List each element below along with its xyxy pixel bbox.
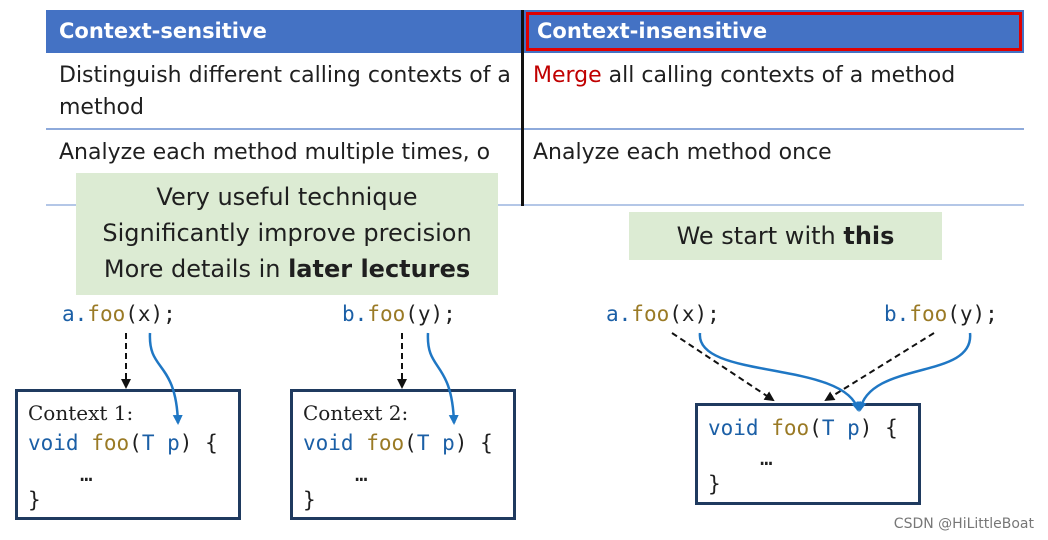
row-divider [46, 128, 1024, 130]
context2-box: Context 2: void foo(T p) { … } [290, 389, 516, 520]
merged-brace: } [708, 472, 721, 496]
blue-arrow-ctx2 [426, 332, 459, 425]
sig-close: ) { [859, 416, 898, 440]
paren-open: ( [129, 431, 142, 455]
call-a-left: a.foo(x); [62, 302, 176, 326]
call-b-right-obj: b. [884, 302, 910, 326]
context2-signature: void foo(T p) { [303, 431, 493, 455]
call-b-right-args: (y); [947, 302, 998, 326]
call-b-left-method: foo [367, 302, 406, 326]
sig-close: ) { [179, 431, 218, 455]
row2-left: Analyze each method multiple times, o [59, 140, 491, 165]
param-p: p [847, 416, 860, 440]
row1-right: Merge all calling contexts of a method [533, 60, 1013, 92]
column-divider [521, 10, 524, 206]
header-label-insensitive: Context-insensitive [537, 19, 768, 43]
call-a-right-method: foo [631, 302, 670, 326]
context1-brace: } [28, 488, 41, 512]
call-b-left-args: (y); [405, 302, 456, 326]
callout-technique: Very useful technique Significantly impr… [76, 173, 498, 295]
callout-start: We start with this [629, 212, 942, 260]
watermark: CSDN @HiLittleBoat [893, 516, 1034, 532]
fn-foo: foo [771, 416, 810, 440]
fn-foo: foo [366, 431, 405, 455]
header-context-sensitive: Context-sensitive [46, 10, 521, 53]
callout-start-prefix: We start with [676, 222, 844, 250]
comparison-table: Context-sensitive Context-insensitive Di… [46, 10, 1024, 206]
call-b-left: b.foo(y); [342, 302, 456, 326]
call-a-left-args: (x); [125, 302, 176, 326]
call-b-right-method: foo [909, 302, 948, 326]
fn-foo: foo [91, 431, 130, 455]
callout-line3-prefix: More details in [103, 255, 289, 283]
dashed-arrow-a-merged [671, 332, 775, 402]
call-a-right-obj: a. [606, 302, 632, 326]
kw-void: void [303, 431, 354, 455]
kw-void: void [28, 431, 79, 455]
kw-type: T [141, 431, 155, 455]
call-a-left-method: foo [87, 302, 126, 326]
context1-box: Context 1: void foo(T p) { … } [15, 389, 241, 520]
param-p: p [442, 431, 455, 455]
header-label-sensitive: Context-sensitive [59, 19, 267, 43]
table-bottom-line [46, 204, 1024, 206]
callout-line3-bold: later lectures [288, 255, 471, 283]
header-context-insensitive: Context-insensitive [524, 10, 1024, 53]
blue-arrow-ctx1 [148, 332, 183, 425]
callout-line3: More details in later lectures [76, 251, 498, 287]
kw-type: T [821, 416, 835, 440]
kw-type: T [416, 431, 430, 455]
context2-brace: } [303, 488, 316, 512]
highlight-box [526, 12, 1022, 51]
merged-signature: void foo(T p) { [708, 416, 898, 440]
context2-label: Context 2: [303, 401, 409, 425]
callout-start-bold: this [843, 222, 895, 250]
callout-line1: Very useful technique [156, 183, 418, 211]
sig-close: ) { [454, 431, 493, 455]
param-p: p [167, 431, 180, 455]
context1-ellipsis: … [80, 462, 93, 486]
call-b-left-obj: b. [342, 302, 368, 326]
call-a-right: a.foo(x); [606, 302, 720, 326]
callout-line2: Significantly improve precision [102, 219, 472, 247]
paren-open: ( [809, 416, 822, 440]
context1-signature: void foo(T p) { [28, 431, 218, 455]
call-a-right-args: (x); [669, 302, 720, 326]
paren-open: ( [404, 431, 417, 455]
context2-ellipsis: … [355, 462, 368, 486]
dashed-arrow-b-merged [824, 332, 935, 402]
blue-arrow-b-merged [856, 332, 972, 412]
merged-ellipsis: … [760, 446, 773, 470]
kw-void: void [708, 416, 759, 440]
call-b-right: b.foo(y); [884, 302, 998, 326]
merged-box: void foo(T p) { … } [695, 403, 921, 505]
row1-right-rest: all calling contexts of a method [601, 63, 956, 88]
call-a-left-obj: a. [62, 302, 88, 326]
row1-left: Distinguish different calling contexts o… [59, 63, 511, 120]
merge-text: Merge [533, 63, 602, 88]
row2-right: Analyze each method once [533, 140, 832, 165]
context1-label: Context 1: [28, 401, 134, 425]
blue-arrow-a-merged [698, 332, 861, 412]
